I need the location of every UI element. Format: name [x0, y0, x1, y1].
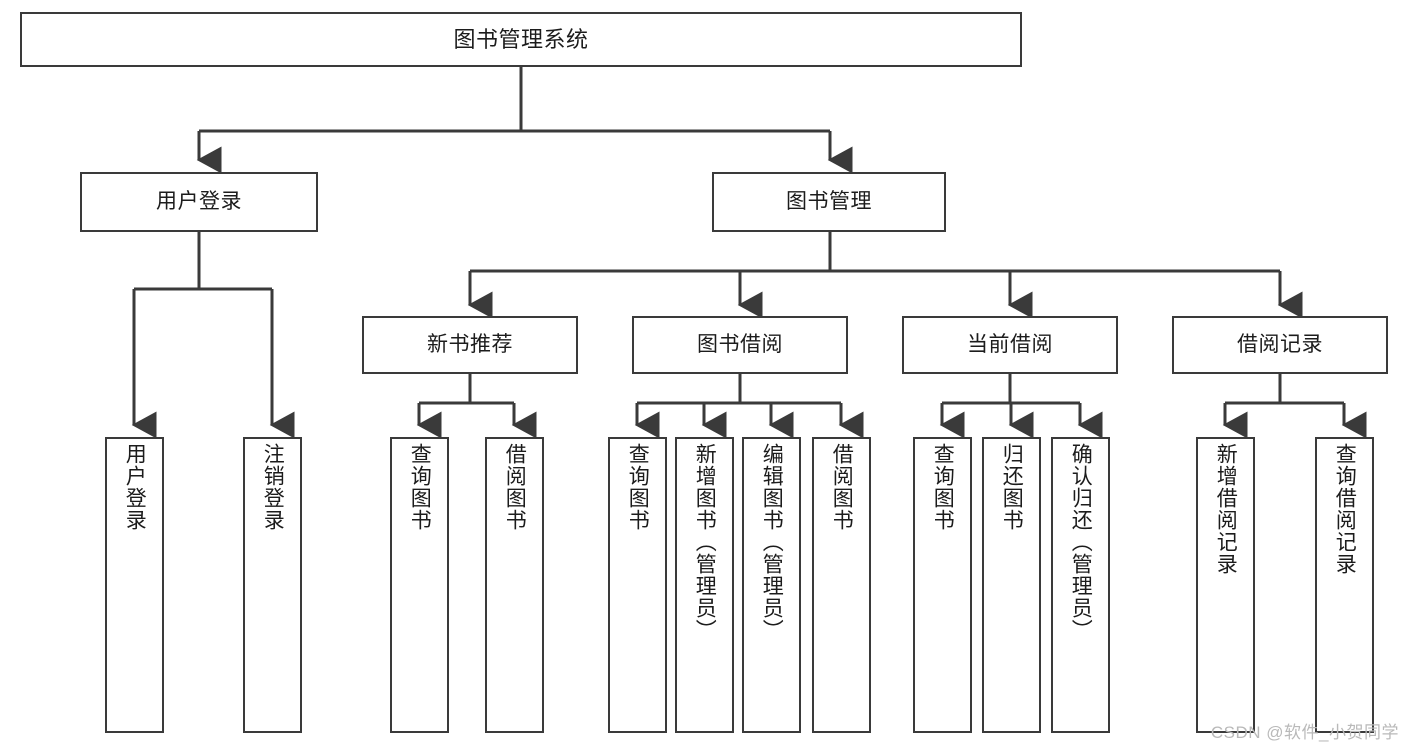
node-leaf-edit-book-label: 编辑图书（管理员）	[760, 443, 784, 641]
node-book-manage-label: 图书管理	[786, 189, 872, 213]
node-leaf-add-book-label: 新增图书（管理员）	[693, 443, 717, 641]
node-leaf-add-record[interactable]: 新增借阅记录	[1196, 437, 1255, 733]
node-leaf-query-book-2[interactable]: 查询图书	[608, 437, 667, 733]
node-leaf-query-book-1-label: 查询图书	[408, 443, 432, 531]
node-leaf-query-record[interactable]: 查询借阅记录	[1315, 437, 1374, 733]
node-leaf-query-book-1[interactable]: 查询图书	[390, 437, 449, 733]
node-current-borrow-label: 当前借阅	[967, 332, 1053, 356]
node-leaf-return-book[interactable]: 归还图书	[982, 437, 1041, 733]
node-new-book-recommend[interactable]: 新书推荐	[362, 316, 578, 374]
node-leaf-confirm-return-label: 确认归还（管理员）	[1069, 443, 1093, 641]
node-leaf-logout-label: 注销登录	[261, 443, 285, 531]
node-leaf-user-login-label: 用户登录	[123, 443, 147, 531]
node-leaf-borrow-book-2[interactable]: 借阅图书	[812, 437, 871, 733]
node-leaf-user-login[interactable]: 用户登录	[105, 437, 164, 733]
node-leaf-query-book-3[interactable]: 查询图书	[913, 437, 972, 733]
node-leaf-borrow-book-2-label: 借阅图书	[830, 443, 854, 531]
node-leaf-edit-book[interactable]: 编辑图书（管理员）	[742, 437, 801, 733]
node-leaf-query-book-2-label: 查询图书	[626, 443, 650, 531]
node-leaf-borrow-book-1-label: 借阅图书	[503, 443, 527, 531]
node-book-borrow[interactable]: 图书借阅	[632, 316, 848, 374]
node-borrow-record-label: 借阅记录	[1237, 332, 1323, 356]
node-leaf-borrow-book-1[interactable]: 借阅图书	[485, 437, 544, 733]
node-root-label: 图书管理系统	[453, 26, 589, 52]
node-leaf-return-book-label: 归还图书	[1000, 443, 1024, 531]
node-borrow-record[interactable]: 借阅记录	[1172, 316, 1388, 374]
node-leaf-logout[interactable]: 注销登录	[243, 437, 302, 733]
node-book-borrow-label: 图书借阅	[697, 332, 783, 356]
node-user-login-label: 用户登录	[156, 189, 242, 213]
node-book-manage[interactable]: 图书管理	[712, 172, 946, 232]
node-leaf-query-book-3-label: 查询图书	[931, 443, 955, 531]
node-root[interactable]: 图书管理系统	[20, 12, 1022, 67]
node-leaf-confirm-return[interactable]: 确认归还（管理员）	[1051, 437, 1110, 733]
node-leaf-add-record-label: 新增借阅记录	[1214, 443, 1238, 575]
node-leaf-add-book[interactable]: 新增图书（管理员）	[675, 437, 734, 733]
node-new-book-recommend-label: 新书推荐	[427, 332, 513, 356]
node-user-login[interactable]: 用户登录	[80, 172, 318, 232]
node-leaf-query-record-label: 查询借阅记录	[1333, 443, 1357, 575]
node-current-borrow[interactable]: 当前借阅	[902, 316, 1118, 374]
